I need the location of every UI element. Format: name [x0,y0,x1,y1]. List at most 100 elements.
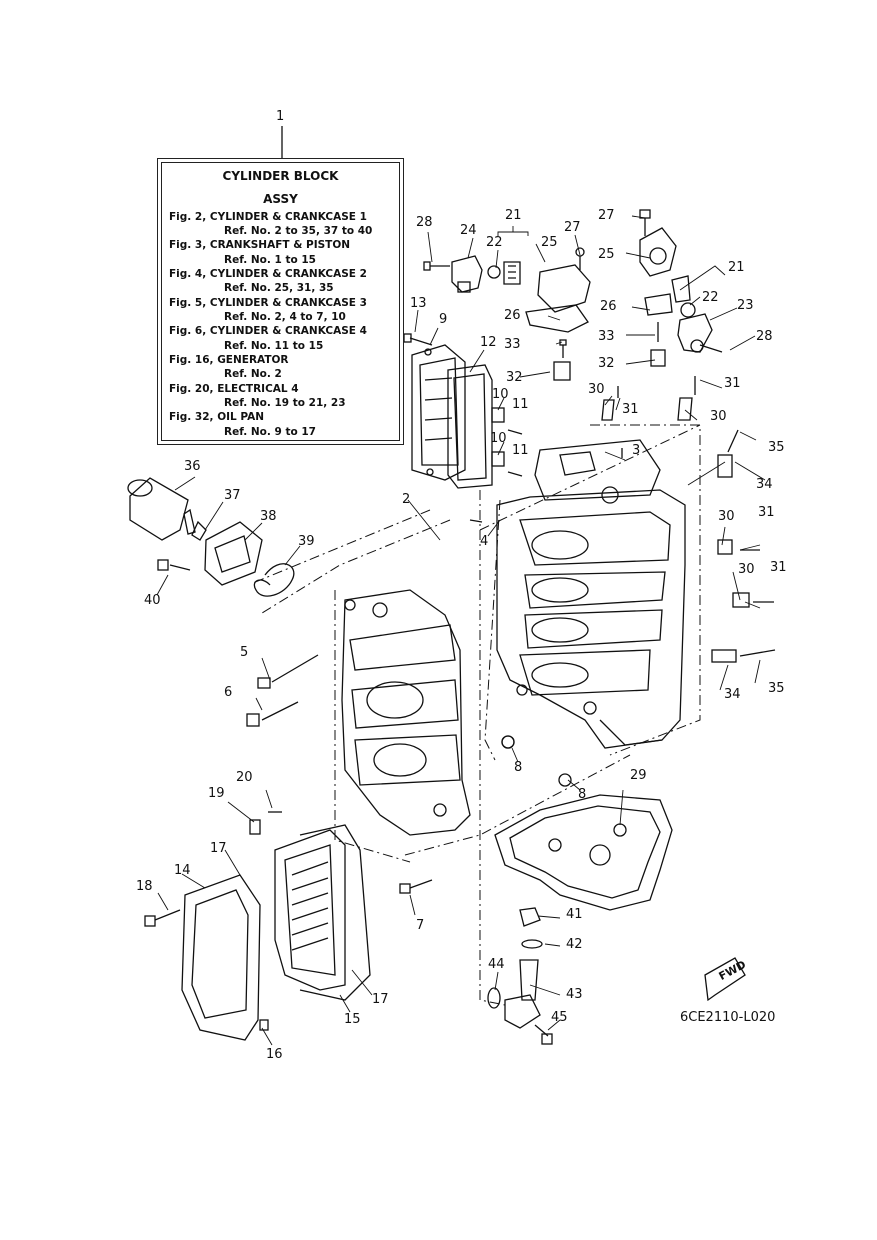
callout-10: 10 [490,431,507,446]
callout-42: 42 [566,937,583,952]
legend-line: Ref. No. 25, 31, 35 [224,282,334,294]
callout-11: 11 [512,397,529,412]
callout-11: 11 [512,443,529,458]
legend-line: Ref. No. 11 to 15 [224,340,324,352]
oil-pan-gasket [494,794,673,911]
callout-31: 31 [622,402,639,417]
cylinder-head-cover [181,824,371,1041]
legend-line: Ref. No. 2 to 35, 37 to 40 [224,225,373,237]
callout-30: 30 [718,509,735,524]
legend-line: Fig. 4, CYLINDER & CRANKCASE 2 [169,268,367,280]
legend-line: Fig. 3, CRANKSHAFT & PISTON [169,239,351,251]
callout-14: 14 [174,863,191,878]
callout-32: 32 [598,356,615,371]
callout-38: 38 [260,509,277,524]
callout-26: 26 [504,308,521,323]
assembly-lines [252,424,701,1006]
callout-5: 5 [240,645,249,660]
legend-line: Fig. 16, GENERATOR [169,354,289,366]
callout-2: 2 [402,492,411,507]
legend-line: Fig. 6, CYLINDER & CRANKCASE 4 [169,325,367,337]
legend-line: Fig. 32, OIL PAN [169,411,265,423]
legend-line: Ref. No. 2 [224,368,282,380]
callout-18: 18 [136,879,153,894]
fwd-arrow [704,957,746,1002]
legend-line: Fig. 2, CYLINDER & CRANKCASE 1 [169,211,367,223]
cylinder-block [496,439,686,749]
callout-30: 30 [710,409,727,424]
legend-line: Fig. 20, ELECTRICAL 4 [169,383,299,395]
callout-27: 27 [598,208,615,223]
callout-25: 25 [541,235,558,250]
drawing-code: 6CE2110-L020 [680,1010,776,1025]
legend-line: Fig. 5, CYLINDER & CRANKCASE 3 [169,297,367,309]
bracket-21-right [679,265,726,291]
callout-29: 29 [630,768,647,783]
callout-33: 33 [598,329,615,344]
callout-31: 31 [770,560,787,575]
legend-line: Ref. No. 2, 4 to 7, 10 [224,311,346,323]
callout-16: 16 [266,1047,283,1062]
callout-1: 1 [276,109,285,124]
callout-37: 37 [224,488,241,503]
callout-33: 33 [504,337,521,352]
callout-10: 10 [492,387,509,402]
callout-25: 25 [598,247,615,262]
leader-lines [156,215,766,1046]
callout-9: 9 [439,312,448,327]
legend-box: CYLINDER BLOCK ASSY Fig. 2, CYLINDER & C… [157,158,404,445]
legend-inner-border [161,162,400,441]
callout-22: 22 [486,235,503,250]
callout-6: 6 [224,685,233,700]
callout-32: 32 [506,370,523,385]
callout-36: 36 [184,459,201,474]
callout-45: 45 [551,1010,568,1025]
callout-21: 21 [728,260,745,275]
callout-17: 17 [210,841,227,856]
thermostat-cover-right [639,209,723,353]
callout-31: 31 [758,505,775,520]
callout-24: 24 [460,223,477,238]
callout-7: 7 [416,918,425,933]
callout-4: 4 [480,534,489,549]
o-ring-8-left [501,735,515,749]
callout-22: 22 [702,290,719,305]
legend-line: Ref. No. 9 to 17 [224,426,316,438]
callout-40: 40 [144,593,161,608]
callout-34: 34 [724,687,741,702]
callout-12: 12 [480,335,497,350]
callout-19: 19 [208,786,225,801]
callout-21: 21 [505,208,522,223]
bracket-21-left [497,226,529,236]
oil-filter-assembly [127,477,295,597]
legend-title-line1: CYLINDER BLOCK [222,169,339,183]
callout-8: 8 [514,760,523,775]
callout-28: 28 [756,329,773,344]
legend-line: Ref. No. 19 to 21, 23 [224,397,346,409]
callout-13: 13 [410,296,427,311]
callout-35: 35 [768,440,785,455]
callout-20: 20 [236,770,253,785]
callout-35: 35 [768,681,785,696]
legend-line: Ref. No. 1 to 15 [224,254,316,266]
callout-30: 30 [738,562,755,577]
crankcase [341,589,471,836]
callout-39: 39 [298,534,315,549]
callout-28: 28 [416,215,433,230]
callout-26: 26 [600,299,617,314]
callout-23: 23 [737,298,754,313]
legend-title-line2: ASSY [263,192,298,206]
oil-strainer-assembly [487,907,543,1029]
callout-30: 30 [588,382,605,397]
callout-31: 31 [724,376,741,391]
callout-17: 17 [372,992,389,1007]
thermostat-cover-left [423,247,591,333]
exhaust-cover-gasket [447,364,493,489]
callout-41: 41 [566,907,583,922]
callout-8: 8 [578,787,587,802]
callout-43: 43 [566,987,583,1002]
callout-34: 34 [756,477,773,492]
callout-15: 15 [344,1012,361,1027]
callout-27: 27 [564,220,581,235]
